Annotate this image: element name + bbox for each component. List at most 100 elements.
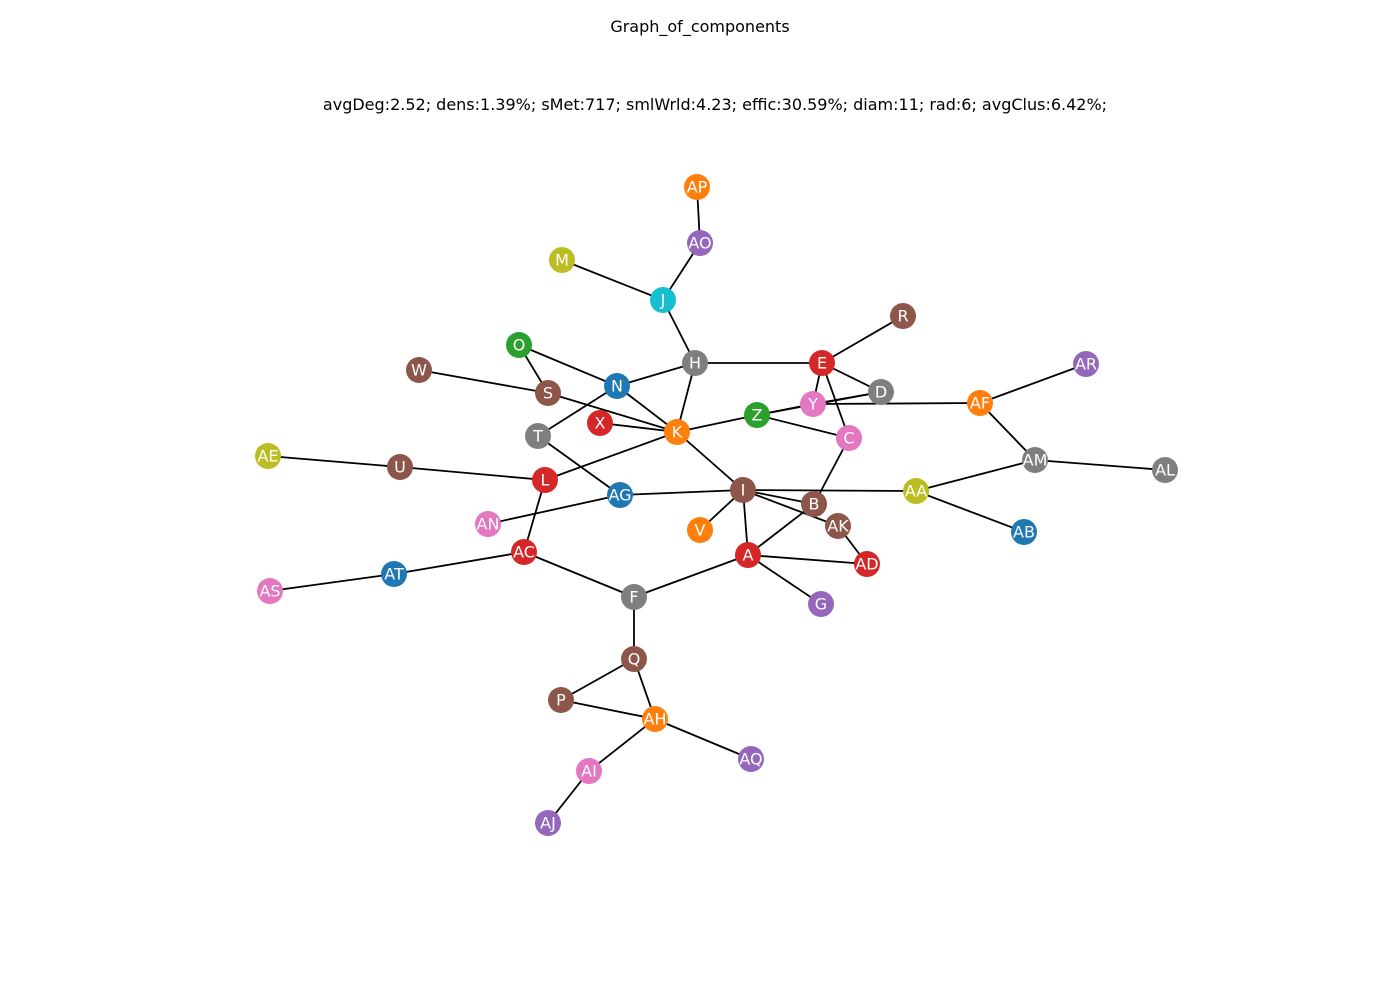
node-circle-s [535, 380, 561, 406]
node-label-d: D [875, 383, 887, 402]
node-e: E [809, 350, 835, 376]
node-at: AT [381, 561, 407, 587]
node-label-ae: AE [257, 447, 278, 466]
edge-k-z [676, 414, 758, 433]
edge-k-i [676, 431, 744, 491]
edge-af-am [979, 402, 1036, 461]
node-circle-at [381, 561, 407, 587]
node-z: Z [744, 402, 770, 428]
node-ar: AR [1073, 351, 1099, 377]
node-ac: AC [511, 539, 537, 565]
node-l: L [532, 467, 558, 493]
node-ah: AH [642, 706, 668, 732]
node-circle-as [257, 578, 283, 604]
node-ao: AO [687, 230, 713, 256]
node-as: AS [257, 578, 283, 604]
node-circle-f [621, 584, 647, 610]
node-circle-k [664, 419, 690, 445]
node-label-k: K [672, 423, 683, 442]
node-o: O [506, 332, 532, 358]
node-label-u: U [394, 458, 406, 477]
node-label-p: P [556, 691, 566, 710]
edge-w-s [418, 369, 549, 394]
node-ai: AI [576, 758, 602, 784]
edge-a-f [633, 554, 749, 598]
node-label-ai: AI [581, 762, 597, 781]
node-circle-e [809, 350, 835, 376]
edge-z-c [756, 414, 850, 439]
node-i: I [730, 477, 756, 503]
node-circle-af [967, 390, 993, 416]
node-label-q: Q [628, 650, 641, 669]
node-n: N [604, 373, 630, 399]
node-circle-u [387, 454, 413, 480]
edge-i-ak [742, 489, 839, 527]
edge-ah-aq [654, 718, 752, 760]
node-circle-ai [576, 758, 602, 784]
node-f: F [621, 584, 647, 610]
edge-ac-f [523, 551, 635, 598]
node-circle-n [604, 373, 630, 399]
node-circle-aj [535, 810, 561, 836]
node-label-ac: AC [513, 543, 535, 562]
node-ae: AE [255, 443, 281, 469]
node-circle-r [890, 303, 916, 329]
node-circle-am [1022, 447, 1048, 473]
edge-layer [267, 186, 1166, 824]
node-circle-i [730, 477, 756, 503]
edge-h-n [616, 362, 696, 387]
node-label-w: W [411, 361, 427, 380]
node-c: C [836, 425, 862, 451]
edge-aa-ab [915, 490, 1025, 533]
node-label-t: T [532, 427, 543, 446]
node-circle-ae [255, 443, 281, 469]
node-g: G [808, 591, 834, 617]
node-circle-z [744, 402, 770, 428]
node-label-l: L [541, 471, 550, 490]
node-a: A [735, 542, 761, 568]
node-circle-q [621, 646, 647, 672]
node-label-an: AN [477, 515, 500, 534]
edge-ac-at [393, 551, 525, 575]
node-label-at: AT [384, 565, 404, 584]
node-label-e: E [817, 354, 827, 373]
node-circle-y [800, 391, 826, 417]
node-label-ab: AB [1013, 523, 1035, 542]
edge-o-n [518, 344, 618, 387]
node-circle-ag [607, 482, 633, 508]
edge-af-ar [979, 363, 1087, 404]
node-af: AF [967, 390, 993, 416]
node-label-ar: AR [1075, 355, 1097, 374]
node-label-as: AS [259, 582, 280, 601]
node-circle-al [1152, 457, 1178, 483]
node-label-s: S [543, 384, 553, 403]
edge-n-t [537, 385, 618, 437]
node-aa: AA [903, 478, 929, 504]
node-label-b: B [809, 495, 820, 514]
node-al: AL [1152, 457, 1178, 483]
node-ap: AP [684, 174, 710, 200]
edge-aa-i [742, 489, 917, 492]
edge-ae-u [267, 455, 401, 468]
edge-b-a [747, 503, 815, 556]
node-circle-ao [687, 230, 713, 256]
node-ab: AB [1011, 519, 1037, 545]
node-p: P [548, 687, 574, 713]
node-label-al: AL [1155, 461, 1175, 480]
node-label-af: AF [970, 394, 990, 413]
node-v: V [687, 517, 713, 543]
node-s: S [535, 380, 561, 406]
node-circle-j [650, 287, 676, 313]
edge-q-p [560, 658, 635, 701]
edge-ah-ai [588, 718, 656, 772]
node-t: T [525, 423, 551, 449]
node-label-z: Z [752, 406, 763, 425]
node-q: Q [621, 646, 647, 672]
node-d: D [868, 379, 894, 405]
edge-ag-an [487, 494, 621, 525]
node-aj: AJ [535, 810, 561, 836]
edge-at-as [269, 573, 395, 592]
node-y: Y [800, 391, 826, 417]
node-label-i: I [741, 481, 746, 500]
